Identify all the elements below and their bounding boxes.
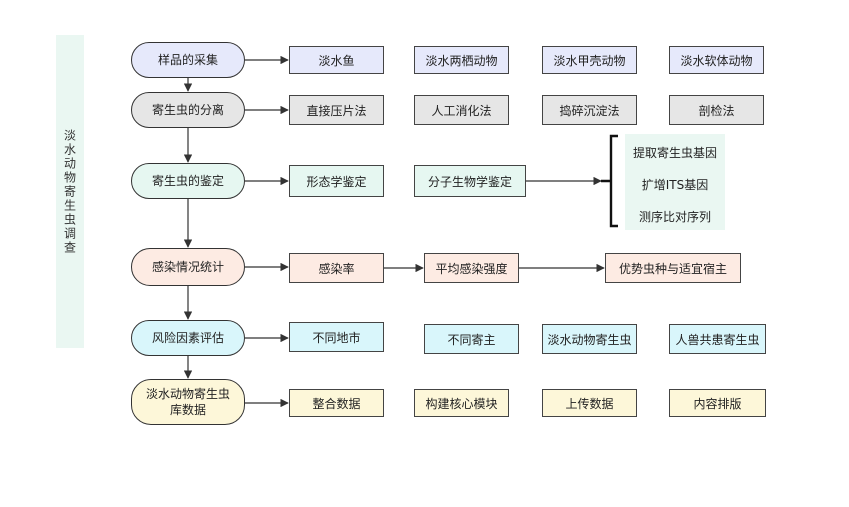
stage-label: 感染情况统计 — [151, 260, 224, 274]
molecular-steps-panel: 提取寄生虫基因 扩增ITS基因 测序比对序列 — [625, 134, 725, 230]
side-title-panel: 淡水动物寄生虫调查 — [56, 35, 84, 348]
method-dissection: 剖检法 — [669, 95, 764, 125]
risk-different-hosts: 不同寄主 — [424, 324, 519, 354]
sample-mollusks: 淡水软体动物 — [669, 46, 764, 74]
db-build-core-module: 构建核心模块 — [414, 389, 509, 417]
db-layout-content: 内容排版 — [669, 389, 766, 417]
stat-infection-rate: 感染率 — [289, 253, 384, 283]
risk-different-cities: 不同地市 — [289, 322, 384, 352]
stage-statistics: 感染情况统计 — [131, 248, 245, 286]
stage-separation: 寄生虫的分离 — [131, 92, 245, 128]
stage-database: 淡水动物寄生虫库数据 — [131, 379, 245, 425]
steps-bracket — [601, 134, 618, 228]
stage-label: 淡水动物寄生虫库数据 — [145, 387, 230, 417]
risk-freshwater-parasites: 淡水动物寄生虫 — [542, 324, 637, 354]
stage-sampling: 样品的采集 — [131, 42, 245, 78]
db-upload-data: 上传数据 — [542, 389, 637, 417]
stage-label: 样品的采集 — [157, 53, 218, 67]
stage-risk-assessment: 风险因素评估 — [131, 320, 245, 356]
method-crush-sediment: 捣碎沉淀法 — [542, 95, 637, 125]
stage-identification: 寄生虫的鉴定 — [131, 163, 245, 199]
stage-label: 寄生虫的鉴定 — [151, 174, 224, 188]
step-extract-gene: 提取寄生虫基因 — [632, 146, 717, 160]
stage-label: 风险因素评估 — [151, 331, 224, 345]
side-title: 淡水动物寄生虫调查 — [62, 128, 77, 255]
risk-zoonotic-parasites: 人兽共患寄生虫 — [669, 324, 766, 354]
step-amplify-its: 扩增ITS基因 — [641, 178, 709, 192]
sample-freshwater-fish: 淡水鱼 — [289, 46, 384, 74]
sample-crustaceans: 淡水甲壳动物 — [542, 46, 637, 74]
method-direct-compression: 直接压片法 — [289, 95, 384, 125]
id-molecular-biology: 分子生物学鉴定 — [414, 165, 526, 197]
method-artificial-digestion: 人工消化法 — [414, 95, 509, 125]
db-integrate-data: 整合数据 — [289, 389, 384, 417]
id-morphology: 形态学鉴定 — [289, 165, 384, 197]
stage-label: 寄生虫的分离 — [151, 103, 224, 117]
step-sequence-align: 测序比对序列 — [638, 210, 711, 224]
sample-amphibians: 淡水两栖动物 — [414, 46, 509, 74]
stat-dominant-species-hosts: 优势虫种与适宜宿主 — [605, 253, 741, 283]
stat-mean-intensity: 平均感染强度 — [424, 253, 519, 283]
